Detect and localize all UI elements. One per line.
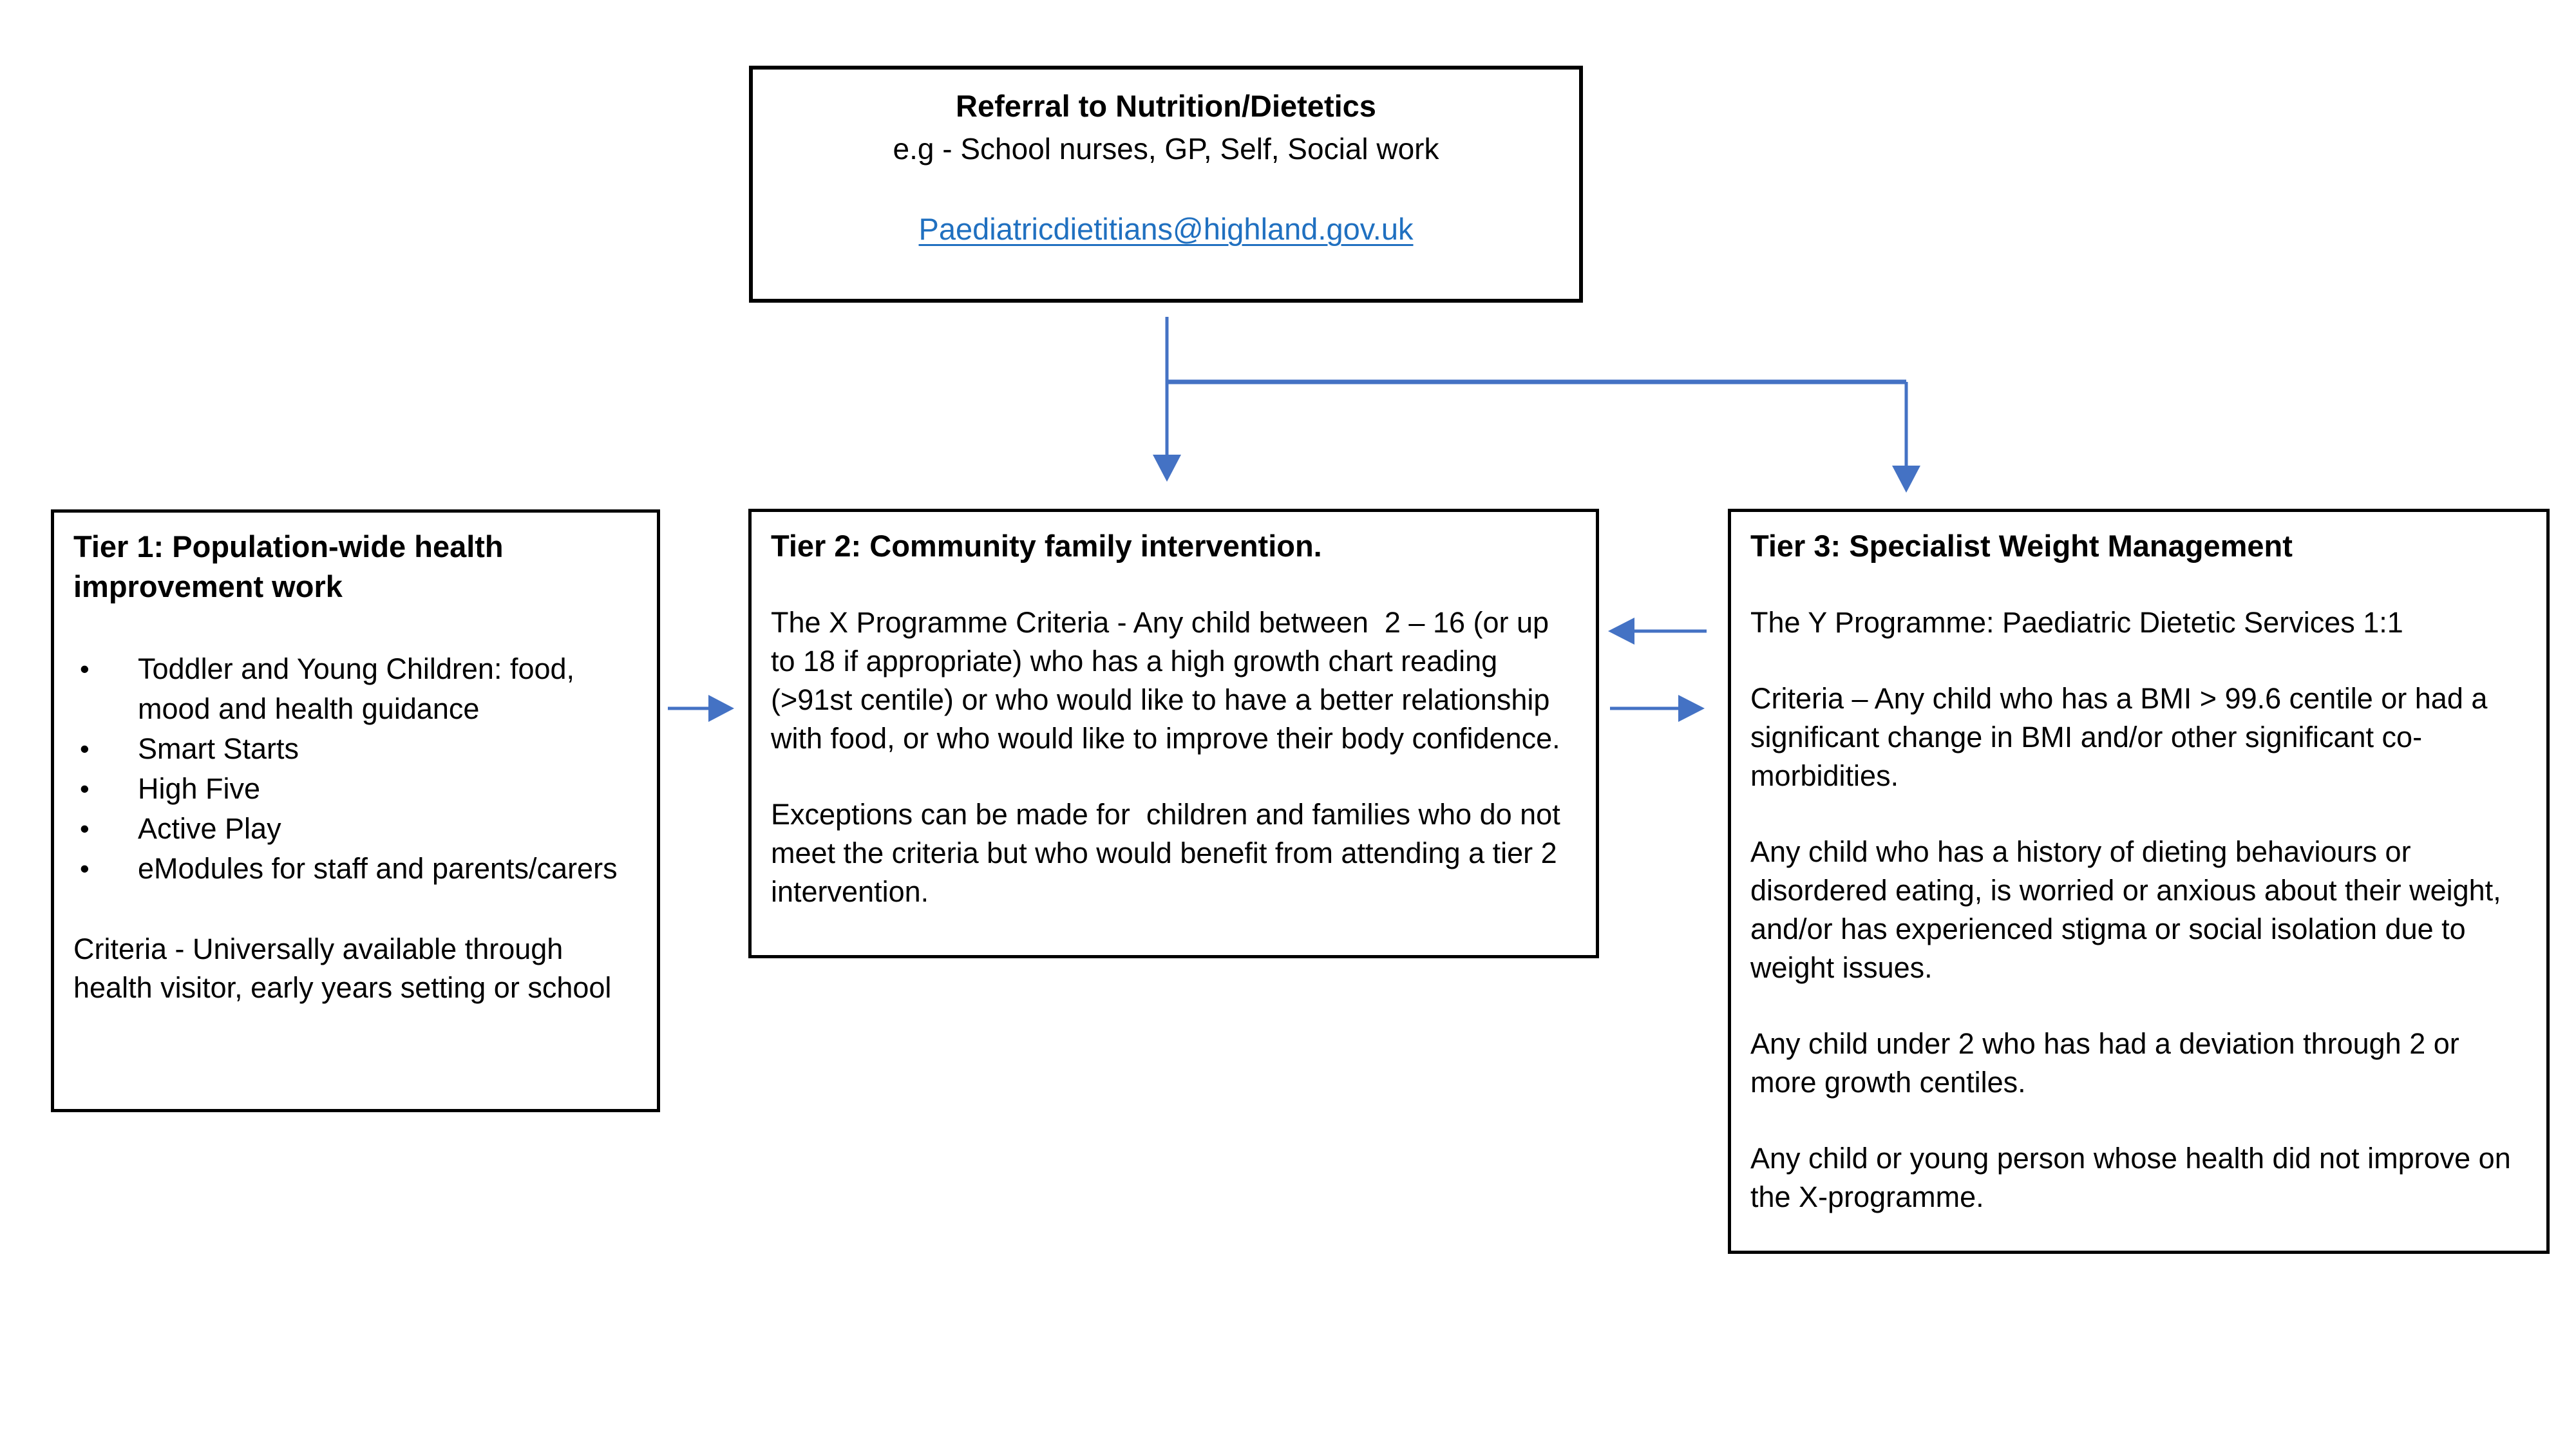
tier1-bullet-high-five: High Five	[73, 769, 638, 809]
tier2-criteria-paragraph: The X Programme Criteria - Any child bet…	[771, 606, 1560, 755]
tier1-to-tier2-arrowhead	[708, 695, 734, 722]
branch-to-tier3-arrowhead	[1892, 466, 1920, 493]
tier2-to-tier3-arrowhead	[1678, 695, 1705, 722]
tier1-bullet-active-play: Active Play	[73, 809, 638, 849]
branch-to-tier2-arrowhead	[1153, 455, 1181, 482]
tier1-bullet-toddler: Toddler and Young Children: food, mood a…	[73, 649, 638, 729]
tier3-box: Tier 3: Specialist Weight Management The…	[1728, 509, 2550, 1254]
tier3-criteria-paragraph: Criteria – Any child who has a BMI > 99.…	[1750, 682, 2496, 792]
tier3-programme-paragraph: The Y Programme: Paediatric Dietetic Ser…	[1750, 606, 2403, 639]
tier3-under2-paragraph: Any child under 2 who has had a deviatio…	[1750, 1027, 2468, 1099]
tier2-box: Tier 2: Community family intervention. T…	[748, 509, 1599, 958]
tier3-title: Tier 3: Specialist Weight Management	[1750, 529, 2293, 563]
tier1-criteria: Criteria - Universally available through…	[73, 933, 612, 1004]
tier2-exceptions-paragraph: Exceptions can be made for children and …	[771, 798, 1569, 908]
tier1-bullet-list: Toddler and Young Children: food, mood a…	[73, 649, 638, 889]
tier1-title: Tier 1: Population-wide health improveme…	[73, 529, 504, 603]
referral-examples: e.g - School nurses, GP, Self, Social wo…	[893, 132, 1439, 166]
tier3-history-paragraph: Any child who has a history of dieting b…	[1750, 835, 2510, 984]
tier3-to-tier2-arrowhead	[1608, 618, 1634, 645]
tier1-box: Tier 1: Population-wide health improveme…	[51, 509, 660, 1112]
tier1-bullet-smart-starts: Smart Starts	[73, 729, 638, 769]
referral-title: Referral to Nutrition/Dietetics	[956, 89, 1376, 123]
tier3-no-improvement-paragraph: Any child or young person whose health d…	[1750, 1142, 2519, 1213]
tier1-bullet-emodules: eModules for staff and parents/carers	[73, 849, 638, 889]
email-link[interactable]: Paediatricdietitians@highland.gov.uk	[918, 212, 1414, 246]
tier2-title: Tier 2: Community family intervention.	[771, 529, 1322, 563]
referral-box: Referral to Nutrition/Dietetics e.g - Sc…	[749, 66, 1583, 303]
